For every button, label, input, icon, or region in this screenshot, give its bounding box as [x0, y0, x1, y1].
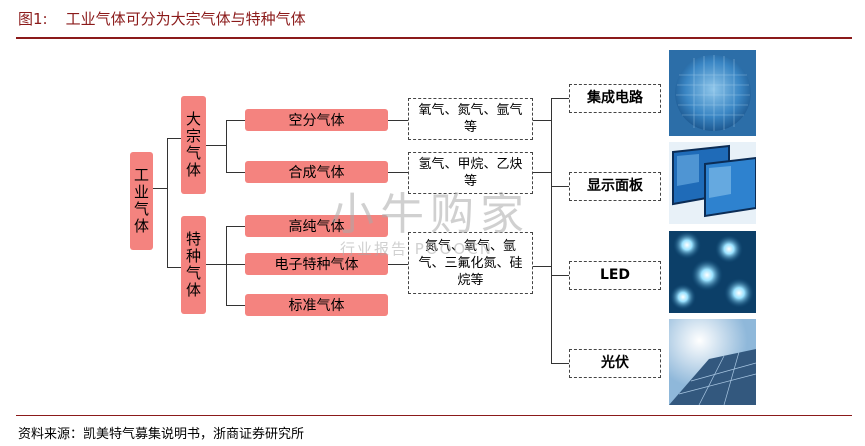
- subcategory-high-purity: 高纯气体: [245, 215, 388, 237]
- top-rule: [16, 37, 852, 39]
- display-panel-photo: [669, 142, 756, 224]
- root-node: 工业气体: [130, 152, 153, 250]
- wafer-photo: [669, 50, 756, 136]
- led-photo: [669, 231, 756, 313]
- subcategory-electronic-special: 电子特种气体: [245, 253, 388, 275]
- subcategory-air-separation: 空分气体: [245, 109, 388, 131]
- photovoltaic-photo: [669, 319, 756, 405]
- figure-number: 图1:: [18, 10, 48, 28]
- subcategory-synthesis: 合成气体: [245, 161, 388, 183]
- application-photovoltaic: 光伏: [569, 349, 661, 378]
- example-box-air-gases: 氧气、氮气、氩气等: [408, 98, 533, 140]
- bottom-rule: [16, 415, 852, 416]
- application-integrated-circuit: 集成电路: [569, 84, 661, 113]
- source-note: 资料来源：凯美特气募集说明书，浙商证券研究所: [18, 427, 305, 442]
- figure-title-text: 工业气体可分为大宗气体与特种气体: [65, 10, 306, 28]
- application-led: LED: [569, 261, 661, 290]
- category-special-gas: 特种气体: [181, 216, 206, 314]
- example-box-special-gases: 氮气、氧气、氩气、三氟化氮、硅烷等: [408, 232, 533, 294]
- category-bulk-gas: 大宗气体: [181, 96, 206, 194]
- figure-title: 图1: 工业气体可分为大宗气体与特种气体: [18, 8, 306, 29]
- application-display-panel: 显示面板: [569, 172, 661, 201]
- example-box-synthesis-gases: 氢气、甲烷、乙炔等: [408, 152, 533, 194]
- subcategory-standard: 标准气体: [245, 294, 388, 316]
